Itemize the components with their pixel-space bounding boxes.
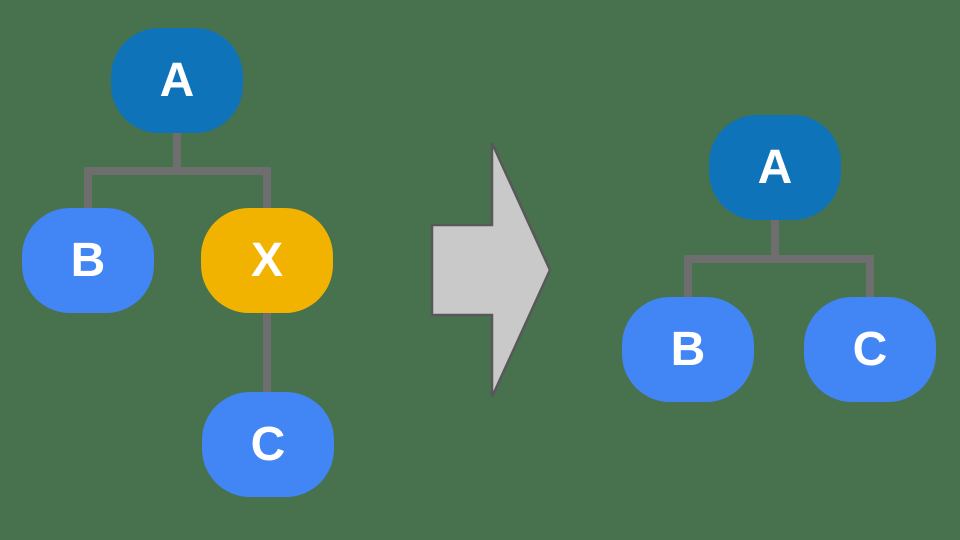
left-edge-x-c (263, 311, 271, 394)
right-node-b-label: B (670, 323, 706, 376)
left-edge-drop-b (84, 171, 92, 210)
right-edge-a-stem (771, 218, 779, 259)
right-edge-drop-c (866, 259, 874, 299)
right-node-a: A (709, 115, 841, 220)
left-node-a: A (111, 28, 243, 133)
right-node-a-label: A (757, 141, 793, 194)
left-edge-drop-x (263, 171, 271, 210)
left-node-x: X (201, 208, 333, 313)
left-edge-a-stem (173, 130, 181, 171)
left-node-a-label: A (159, 54, 195, 107)
right-node-c-label: C (852, 323, 888, 376)
left-node-b-label: B (70, 234, 106, 287)
left-node-x-label: X (250, 234, 283, 287)
right-node-b: B (622, 297, 754, 402)
left-node-b: B (22, 208, 154, 313)
right-edge-drop-b (684, 259, 692, 299)
right-node-c: C (804, 297, 936, 402)
left-node-c: C (202, 392, 334, 497)
left-edge-bar (84, 167, 271, 175)
right-edge-bar (684, 255, 874, 263)
left-node-c-label: C (250, 418, 286, 471)
